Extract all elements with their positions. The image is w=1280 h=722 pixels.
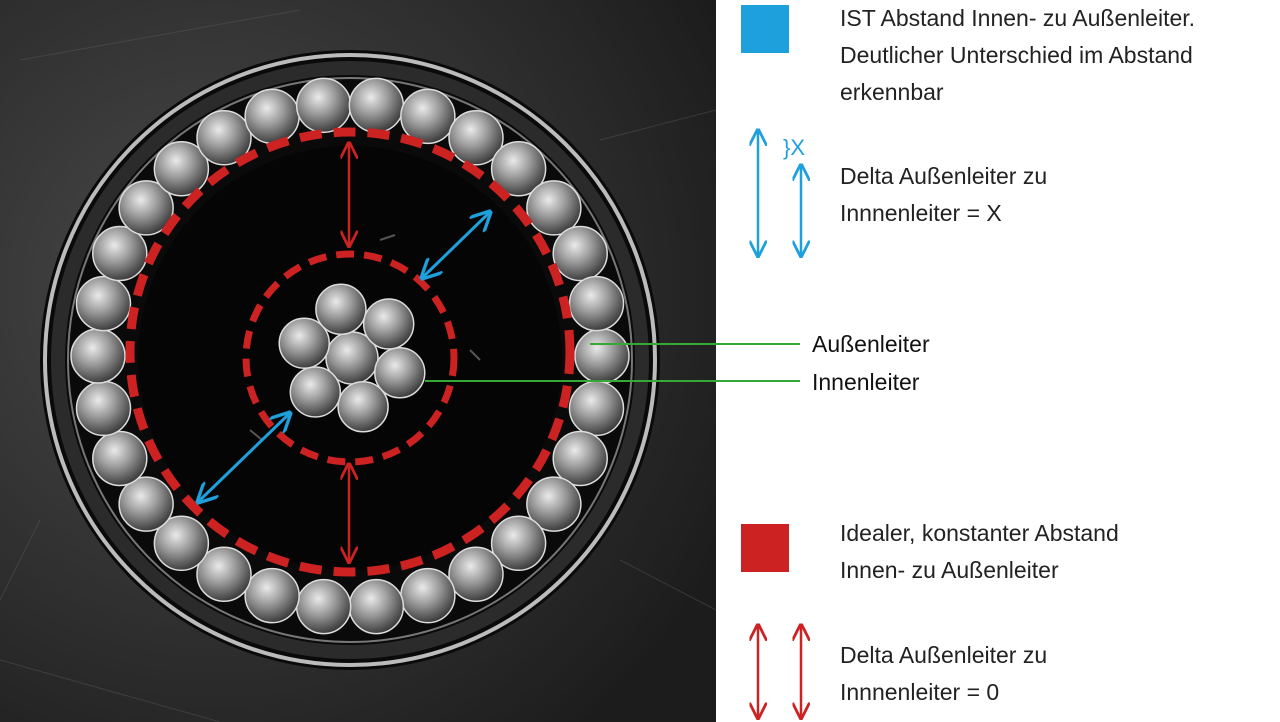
outer-strand xyxy=(568,275,625,332)
outer-strand xyxy=(92,430,148,487)
legend-delta-x-text: Delta Außenleiter zu Innnenleiter = X xyxy=(840,163,1048,226)
outer-strand xyxy=(295,578,352,635)
jacket-rim xyxy=(43,53,657,667)
outer-strand xyxy=(75,275,132,332)
ideal-outer-circle xyxy=(125,127,575,577)
outer-strand xyxy=(75,380,132,437)
outer-strand xyxy=(196,546,252,602)
outer-strand xyxy=(244,88,300,145)
outer-strand xyxy=(244,567,300,624)
outer-strand xyxy=(196,110,252,166)
inner-strand xyxy=(374,347,426,399)
outer-strand xyxy=(153,515,210,572)
label-aussenleiter: Außenleiter xyxy=(812,331,930,357)
outer-strand xyxy=(552,430,608,487)
outer-strand xyxy=(348,578,405,635)
inner-strand xyxy=(289,366,342,418)
outer-strand xyxy=(295,77,352,134)
inner-strand xyxy=(278,317,330,369)
outer-strand xyxy=(448,546,504,602)
outer-strand xyxy=(490,140,547,197)
inner-strand xyxy=(362,298,415,350)
legend-ist-text: IST Abstand Innen- zu Außenleiter. Deutl… xyxy=(840,5,1196,105)
legend-red-swatch xyxy=(741,524,789,572)
outer-strand xyxy=(118,180,174,236)
inner-conductor-strands xyxy=(278,283,426,433)
blue-gap-arrow-lower xyxy=(198,413,290,502)
outer-strand xyxy=(574,328,630,384)
label-innenleiter: Innenleiter xyxy=(812,369,920,395)
legend-delta-x-marker: }X xyxy=(783,135,805,160)
outer-strand xyxy=(568,380,625,437)
outer-strand xyxy=(348,77,405,134)
outer-strand xyxy=(70,328,126,384)
ideal-inner-circle xyxy=(242,250,458,466)
outer-strand xyxy=(400,567,456,624)
outer-strand xyxy=(153,140,210,197)
inner-strand xyxy=(337,381,389,433)
outer-conductor-strands xyxy=(70,77,630,635)
outer-strand xyxy=(526,180,582,236)
blue-gap-arrow-upper xyxy=(422,212,490,278)
legend-blue-swatch xyxy=(741,5,789,53)
outer-strand xyxy=(490,515,547,572)
outer-strand xyxy=(400,88,456,145)
inner-strand xyxy=(315,283,367,335)
outer-strand xyxy=(526,476,582,532)
outer-strand xyxy=(92,225,148,282)
legend-ideal-text: Idealer, konstanter Abstand Innen- zu Au… xyxy=(840,520,1119,583)
legend-delta-0-text: Delta Außenleiter zu Innnenleiter = 0 xyxy=(840,642,1048,705)
outer-strand xyxy=(552,225,608,282)
outer-strand xyxy=(448,110,504,166)
outer-strand xyxy=(118,476,174,532)
